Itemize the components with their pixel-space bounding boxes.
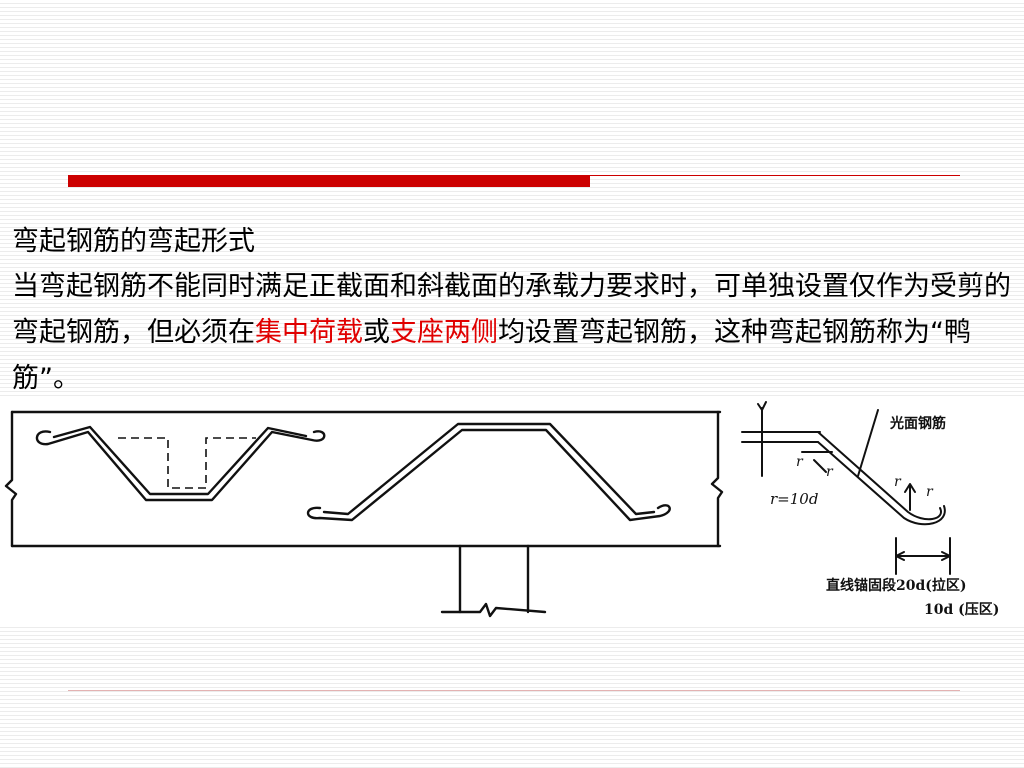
label-plain-bar: 光面钢筋 xyxy=(889,415,946,432)
bent-bar-diagram: 光面钢筋 r r r r r=10d 直线锚固段20d(拉区) 10d (压区) xyxy=(0,396,1024,626)
body-text-part-3: 均设置弯起钢筋，这种弯起钢筋称为“鸭筋”。 xyxy=(12,317,971,394)
slide-title: 弯起钢筋的弯起形式 xyxy=(12,226,255,257)
bar-detail-sketch xyxy=(741,401,951,575)
duck-bar-left xyxy=(35,425,326,502)
label-bend-radius: r=10d xyxy=(770,490,818,508)
beam-outline xyxy=(4,410,724,618)
label-radius-3: r xyxy=(894,474,902,490)
title-accent-line xyxy=(590,175,960,176)
label-radius-2: r xyxy=(826,464,834,480)
duck-bar-right xyxy=(306,422,671,522)
label-anchor-compression: 10d (压区) xyxy=(924,602,999,618)
body-text-part-2: 或 xyxy=(363,317,390,348)
label-radius-4: r xyxy=(926,484,934,500)
dashed-secondary-beam xyxy=(118,437,256,489)
label-anchor-tension: 直线锚固段20d(拉区) xyxy=(826,577,967,594)
title-accent-bar xyxy=(68,175,590,187)
footer-divider xyxy=(68,690,960,691)
slide-body-text: 当弯起钢筋不能同时满足正截面和斜截面的承载力要求时，可单独设置仅作为受剪的弯起钢… xyxy=(12,264,1018,402)
label-radius-1: r xyxy=(796,454,804,470)
body-text-part-1: 当弯起钢筋不能同时满足正截面和斜截面的承载力要求时，可单独设置仅作为受剪的弯起钢… xyxy=(12,271,1011,348)
highlight-both-sides-of-support: 支座两侧 xyxy=(390,317,498,348)
highlight-concentrated-load: 集中荷载 xyxy=(255,317,363,348)
